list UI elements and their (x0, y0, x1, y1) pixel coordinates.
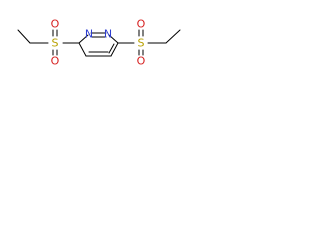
molecule-diagram: N N S O O S O O (17, 18, 181, 68)
bond-n1-c6 (108, 34, 119, 44)
bond-c6-c5 (110, 42, 119, 57)
bond-sright-ethyl-2 (165, 29, 181, 44)
atom-s-left: S (52, 37, 59, 50)
bond-c6-c5-inner (108, 43, 115, 54)
atom-s-right: S (138, 37, 145, 50)
bond-c3-n2 (78, 34, 89, 44)
atom-n1: N (104, 28, 112, 41)
bond-sleft-ethyl-2 (17, 29, 31, 44)
structure-canvas: N N S O O S O O (0, 0, 201, 96)
atom-o-right-top: O (137, 18, 146, 31)
bond-c4-c3 (78, 42, 87, 57)
bond-group (17, 29, 181, 57)
atom-o-left-bottom: O (51, 55, 60, 68)
atom-o-right-bottom: O (137, 55, 146, 68)
atom-o-left-top: O (51, 18, 60, 31)
atom-n2: N (85, 28, 93, 41)
